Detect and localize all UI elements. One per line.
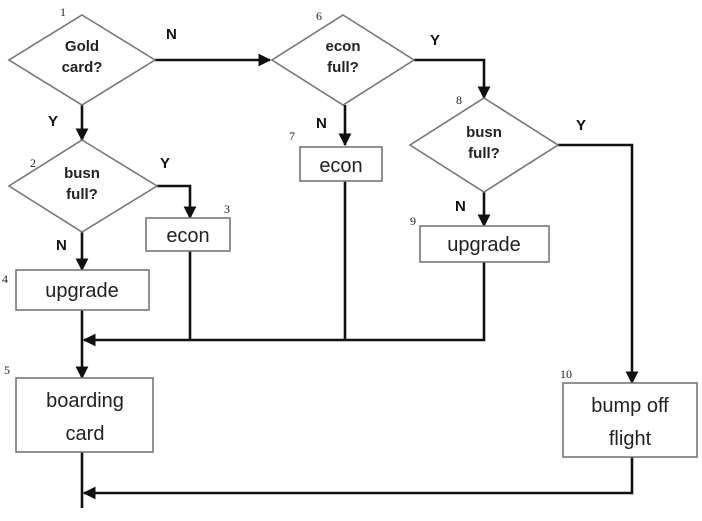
edge-merge-line <box>82 330 486 347</box>
process-upgrade-right: 9 upgrade <box>410 214 550 263</box>
node-label: card? <box>62 59 103 76</box>
node-number: 2 <box>30 156 36 170</box>
decision-busn-full-right: 8 busn full? <box>408 93 560 193</box>
process-econ-left: 3 econ <box>145 202 231 252</box>
node-label: Gold <box>65 38 99 55</box>
node-number: 6 <box>316 9 322 23</box>
edge-n10-to-exit <box>82 457 634 500</box>
edge-label-gold-no: N <box>166 26 177 43</box>
connectors <box>75 53 639 508</box>
node-label: upgrade <box>45 280 118 302</box>
node-label: busn <box>64 165 100 182</box>
decision-econ-full: 6 econ full? <box>270 9 416 106</box>
node-number: 10 <box>560 367 572 381</box>
edge-n6-to-n8 <box>414 58 491 100</box>
node-label: full? <box>468 145 500 162</box>
node-label: card <box>66 423 105 445</box>
process-boarding-card: 5 boarding card <box>4 363 154 453</box>
edge-label-busn-right-yes: Y <box>576 117 586 134</box>
node-label: econ <box>166 225 209 247</box>
edge-n2-to-n3 <box>157 184 197 220</box>
edge-n8-to-n10 <box>558 143 639 385</box>
node-number: 8 <box>456 93 462 107</box>
node-label: full? <box>327 59 359 76</box>
node-label: boarding <box>46 390 124 412</box>
edge-label-busn-left-yes: Y <box>160 155 170 172</box>
node-number: 4 <box>2 272 8 286</box>
node-number: 3 <box>224 202 230 216</box>
node-label: econ <box>325 38 360 55</box>
node-label: full? <box>66 186 98 203</box>
node-label: flight <box>609 428 652 450</box>
node-label: upgrade <box>447 234 520 256</box>
edge-labels: N Y Y N Y N Y N <box>48 26 586 254</box>
decision-busn-full-left: 2 busn full? <box>7 139 159 233</box>
edge-label-econ-full-yes: Y <box>430 32 440 49</box>
edge-label-busn-right-no: N <box>455 198 466 215</box>
edge-label-econ-full-no: N <box>316 115 327 132</box>
process-bump-off-flight: 10 bump off flight <box>560 367 698 458</box>
process-econ-middle: 7 econ <box>289 129 383 182</box>
edge-label-gold-yes: Y <box>48 113 58 130</box>
node-number: 1 <box>60 5 66 19</box>
node-label: busn <box>466 124 502 141</box>
node-label: econ <box>319 155 362 177</box>
edge-label-busn-left-no: N <box>56 237 67 254</box>
node-number: 9 <box>410 214 416 228</box>
node-number: 5 <box>4 363 10 377</box>
node-number: 7 <box>289 129 295 143</box>
process-upgrade-left: 4 upgrade <box>2 269 150 311</box>
node-label: bump off <box>591 395 669 417</box>
decision-gold-card: 1 Gold card? <box>7 5 157 106</box>
